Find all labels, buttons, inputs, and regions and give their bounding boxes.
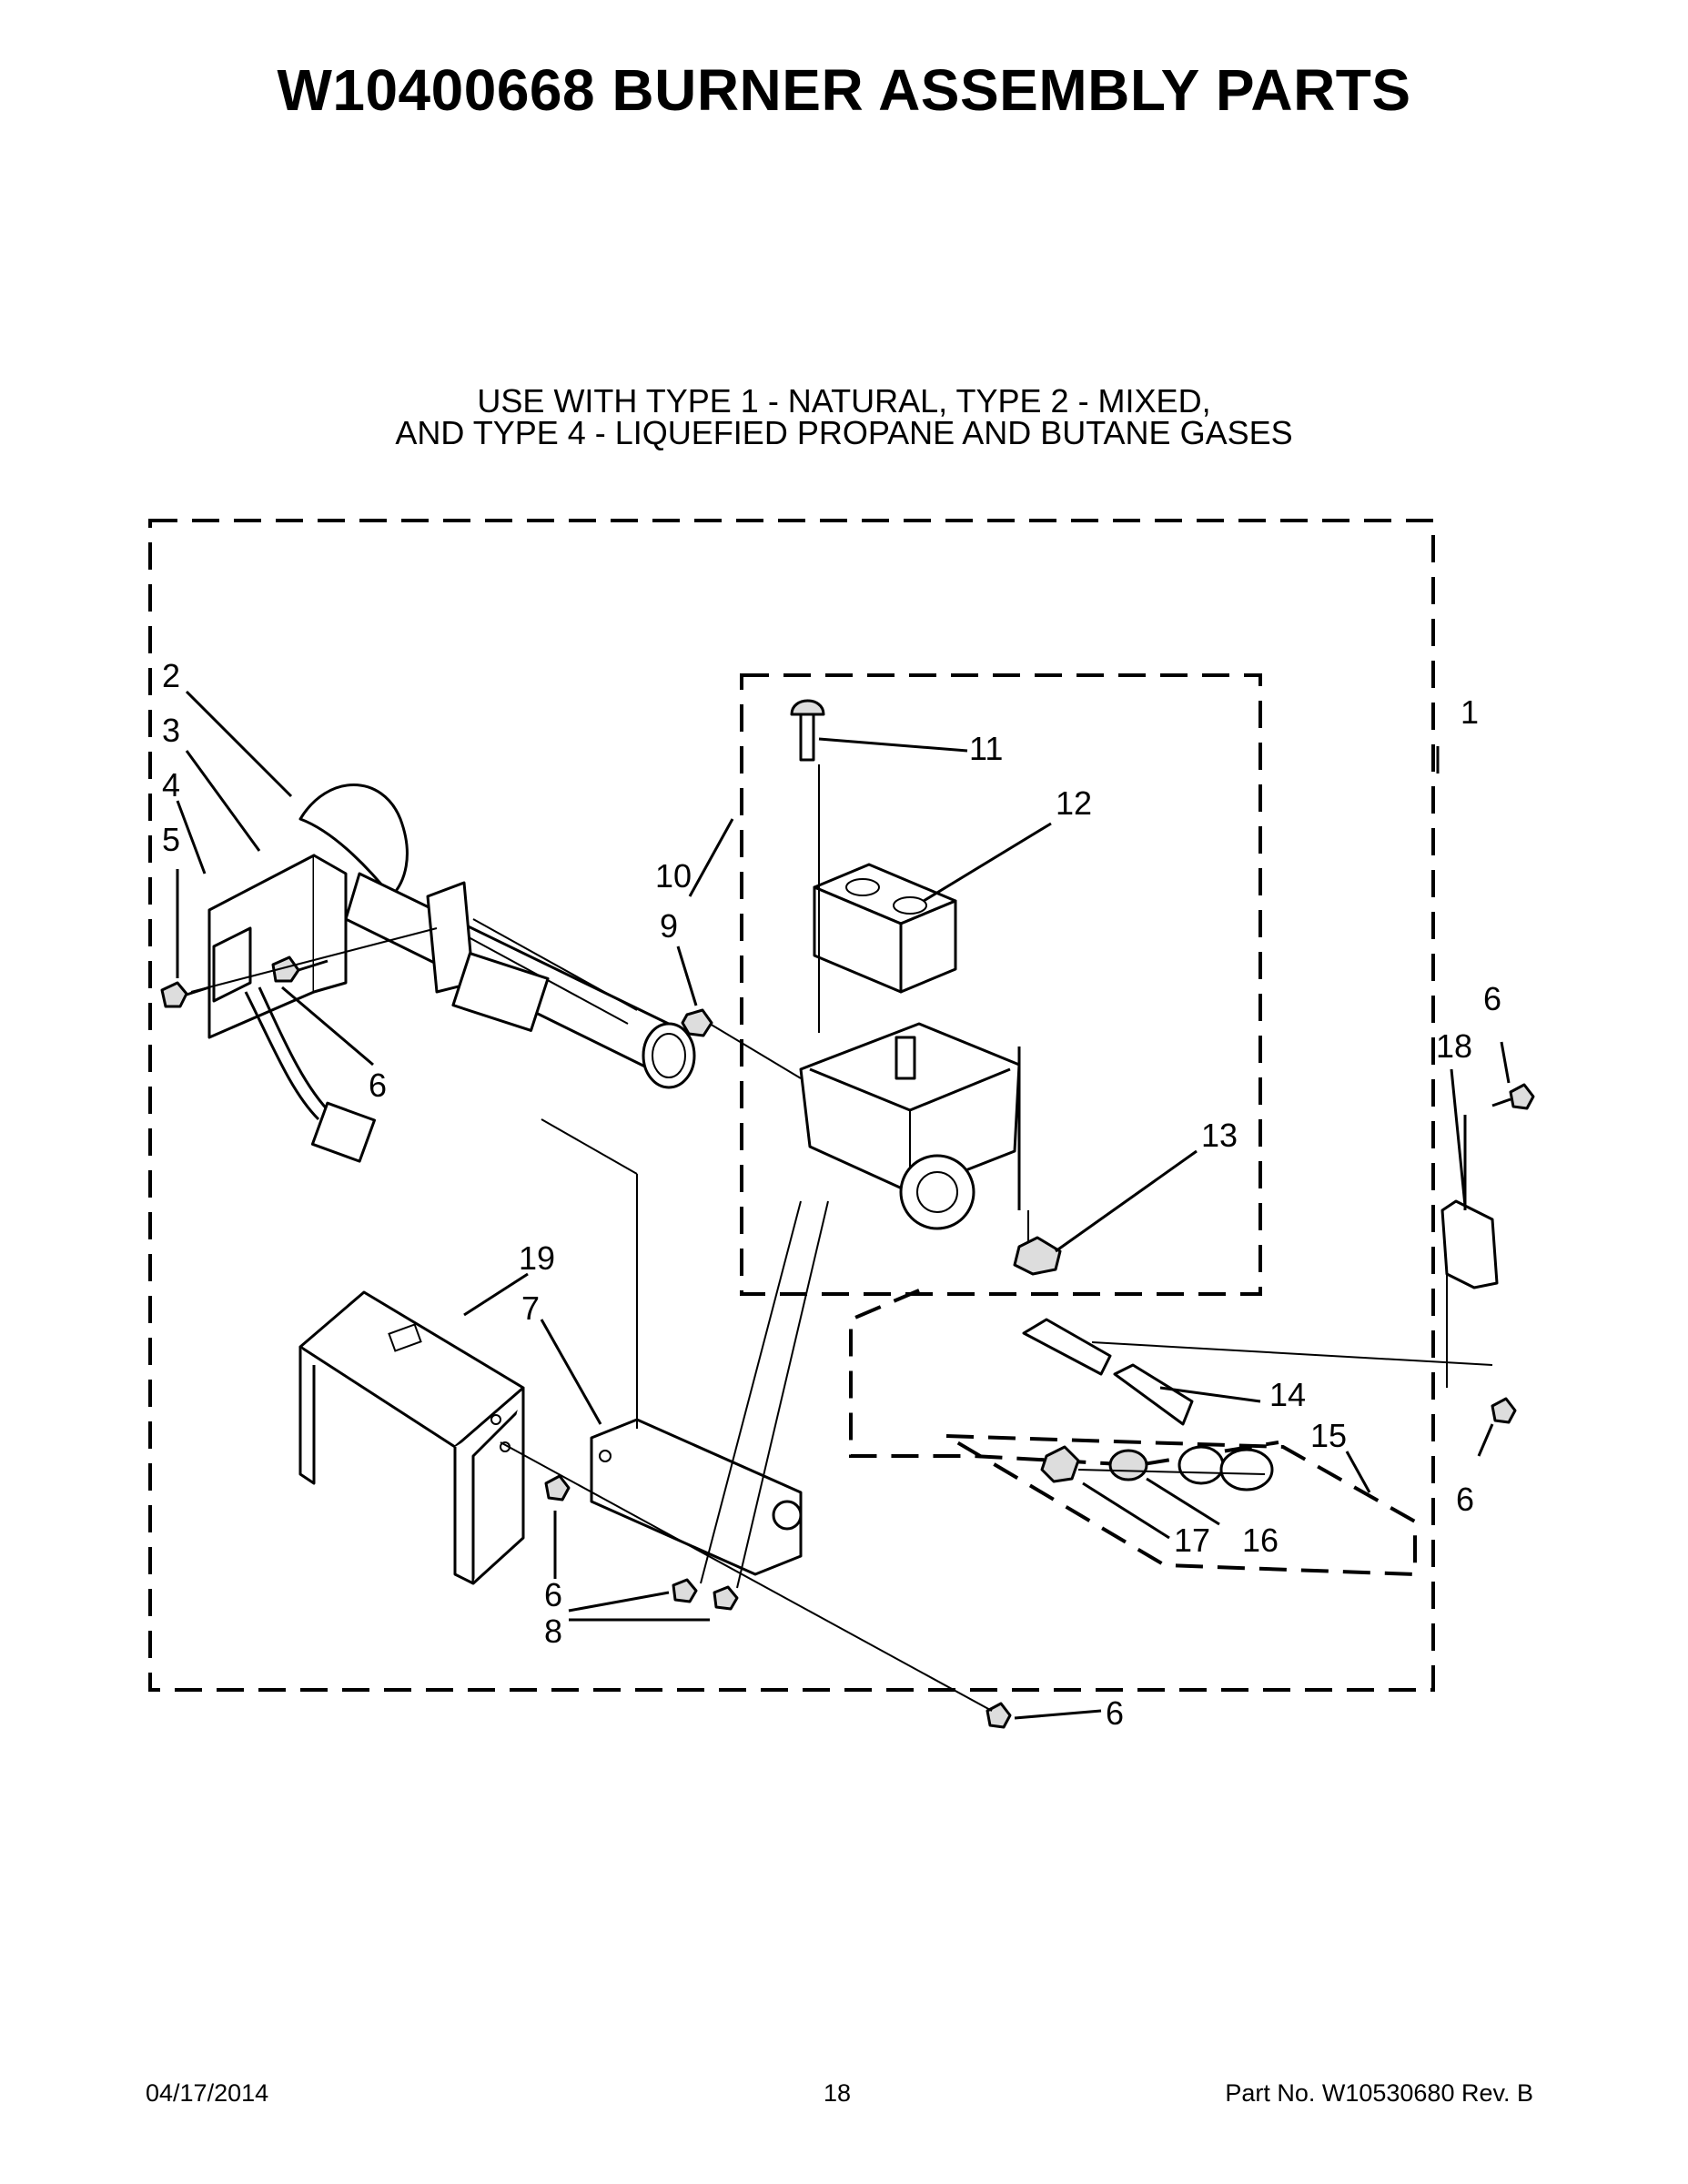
assembly-boundary xyxy=(148,519,1435,1692)
callout-labels: 2 3 4 5 6 1 11 12 10 9 6 18 13 19 7 14 1… xyxy=(162,657,1501,1732)
callout-2: 2 xyxy=(162,657,180,694)
orifice-nut-icon xyxy=(1040,1445,1080,1483)
callout-6: 6 xyxy=(1456,1481,1474,1518)
callout-4: 4 xyxy=(162,766,180,804)
callout-7: 7 xyxy=(521,1289,540,1327)
usage-note-line-2: AND TYPE 4 - LIQUEFIED PROPANE AND BUTAN… xyxy=(395,414,1293,451)
callout-6: 6 xyxy=(544,1576,562,1613)
screw-icon xyxy=(1491,1083,1535,1110)
screw-icon xyxy=(1491,1397,1517,1424)
screw-icon xyxy=(672,1578,739,1611)
callout-16: 16 xyxy=(1242,1522,1279,1559)
callout-5: 5 xyxy=(162,821,180,858)
callout-17: 17 xyxy=(1174,1522,1210,1559)
igniter-bracket xyxy=(207,854,348,1039)
callout-3: 3 xyxy=(162,712,180,749)
footer-page-number: 18 xyxy=(824,2079,852,2107)
nut-icon xyxy=(681,1008,713,1037)
callout-19: 19 xyxy=(519,1239,555,1277)
assembly-lines xyxy=(190,764,1493,1712)
burner-tube xyxy=(298,784,696,1089)
callout-6: 6 xyxy=(1483,980,1501,1017)
screw-icon xyxy=(544,1474,571,1502)
callout-9: 9 xyxy=(660,907,678,945)
usage-note-line-1: USE WITH TYPE 1 - NATURAL, TYPE 2 - MIXE… xyxy=(477,382,1211,420)
callout-6: 6 xyxy=(369,1067,387,1104)
callout-12: 12 xyxy=(1056,784,1092,822)
flame-sensor xyxy=(426,881,550,1032)
callout-15: 15 xyxy=(1310,1417,1347,1454)
pipe-nipple xyxy=(1022,1318,1194,1426)
gas-valve xyxy=(799,1022,1021,1230)
leader-lines xyxy=(176,690,1511,1720)
igniter-wire-harness xyxy=(244,986,377,1163)
callout-10: 10 xyxy=(655,857,692,895)
screw-icon xyxy=(160,981,210,1008)
callout-8: 8 xyxy=(544,1613,562,1650)
screw-icon xyxy=(986,1702,1012,1729)
screw-icon xyxy=(271,956,329,983)
callout-14: 14 xyxy=(1269,1376,1306,1413)
orifice-gasket xyxy=(1108,1449,1148,1481)
callout-13: 13 xyxy=(1201,1117,1238,1154)
igniter-mount-bracket xyxy=(590,1418,803,1576)
callout-11: 11 xyxy=(969,730,1003,767)
callout-18: 18 xyxy=(1436,1027,1472,1065)
callout-1: 1 xyxy=(1461,693,1479,731)
page-title: W10400668 BURNER ASSEMBLY PARTS xyxy=(277,57,1411,123)
footer-date: 04/17/2014 xyxy=(146,2079,269,2107)
screw-icon xyxy=(790,699,825,762)
solenoid-coil xyxy=(813,863,957,994)
valve-fitting xyxy=(1013,1236,1062,1276)
footer-part-number: Part No. W10530680 Rev. B xyxy=(1225,2079,1533,2107)
heat-shield-bracket xyxy=(1440,1115,1499,1289)
jet-kit-boundary xyxy=(945,1434,1417,1577)
burner-bracket xyxy=(298,1290,525,1585)
burner-orifice xyxy=(1178,1445,1274,1491)
orifice-kit-boundary xyxy=(849,1289,1279,1468)
callout-6: 6 xyxy=(1106,1694,1124,1732)
valve-subassembly-boundary xyxy=(740,673,1262,1296)
